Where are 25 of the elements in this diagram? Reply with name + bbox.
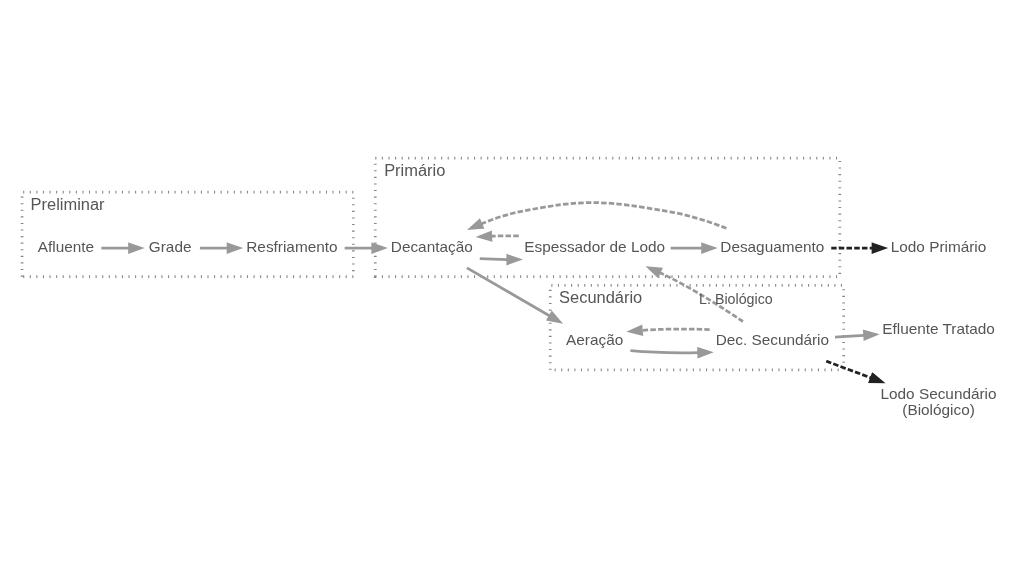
node-text: Resfriamento xyxy=(246,238,338,256)
arrow xyxy=(670,242,718,254)
arrow xyxy=(479,253,523,266)
node-text: Desaguamento xyxy=(720,238,825,256)
node-text: Aeração xyxy=(566,331,624,349)
arrow xyxy=(101,242,145,254)
node-text: Decantação xyxy=(390,238,473,256)
arrow xyxy=(834,329,880,342)
arrow xyxy=(825,359,886,384)
node-text: Afluente xyxy=(37,238,95,256)
node-text: Espessador de Lodo xyxy=(524,238,666,256)
arrow xyxy=(630,347,714,359)
arrow xyxy=(831,242,889,254)
arrow xyxy=(645,266,744,323)
node-text: Grade xyxy=(148,238,192,256)
node-text: Lodo Primário xyxy=(890,238,987,256)
arrow xyxy=(466,266,564,324)
node-text: Lodo Secundário (Biológico) xyxy=(880,384,997,419)
node-text: Dec. Secundário xyxy=(715,331,830,349)
arrow xyxy=(467,201,727,230)
arrow xyxy=(199,242,244,254)
arrow xyxy=(626,324,710,336)
arrow xyxy=(475,230,519,242)
arrow xyxy=(344,242,388,254)
node-text: Efluente Tratado xyxy=(882,320,995,338)
